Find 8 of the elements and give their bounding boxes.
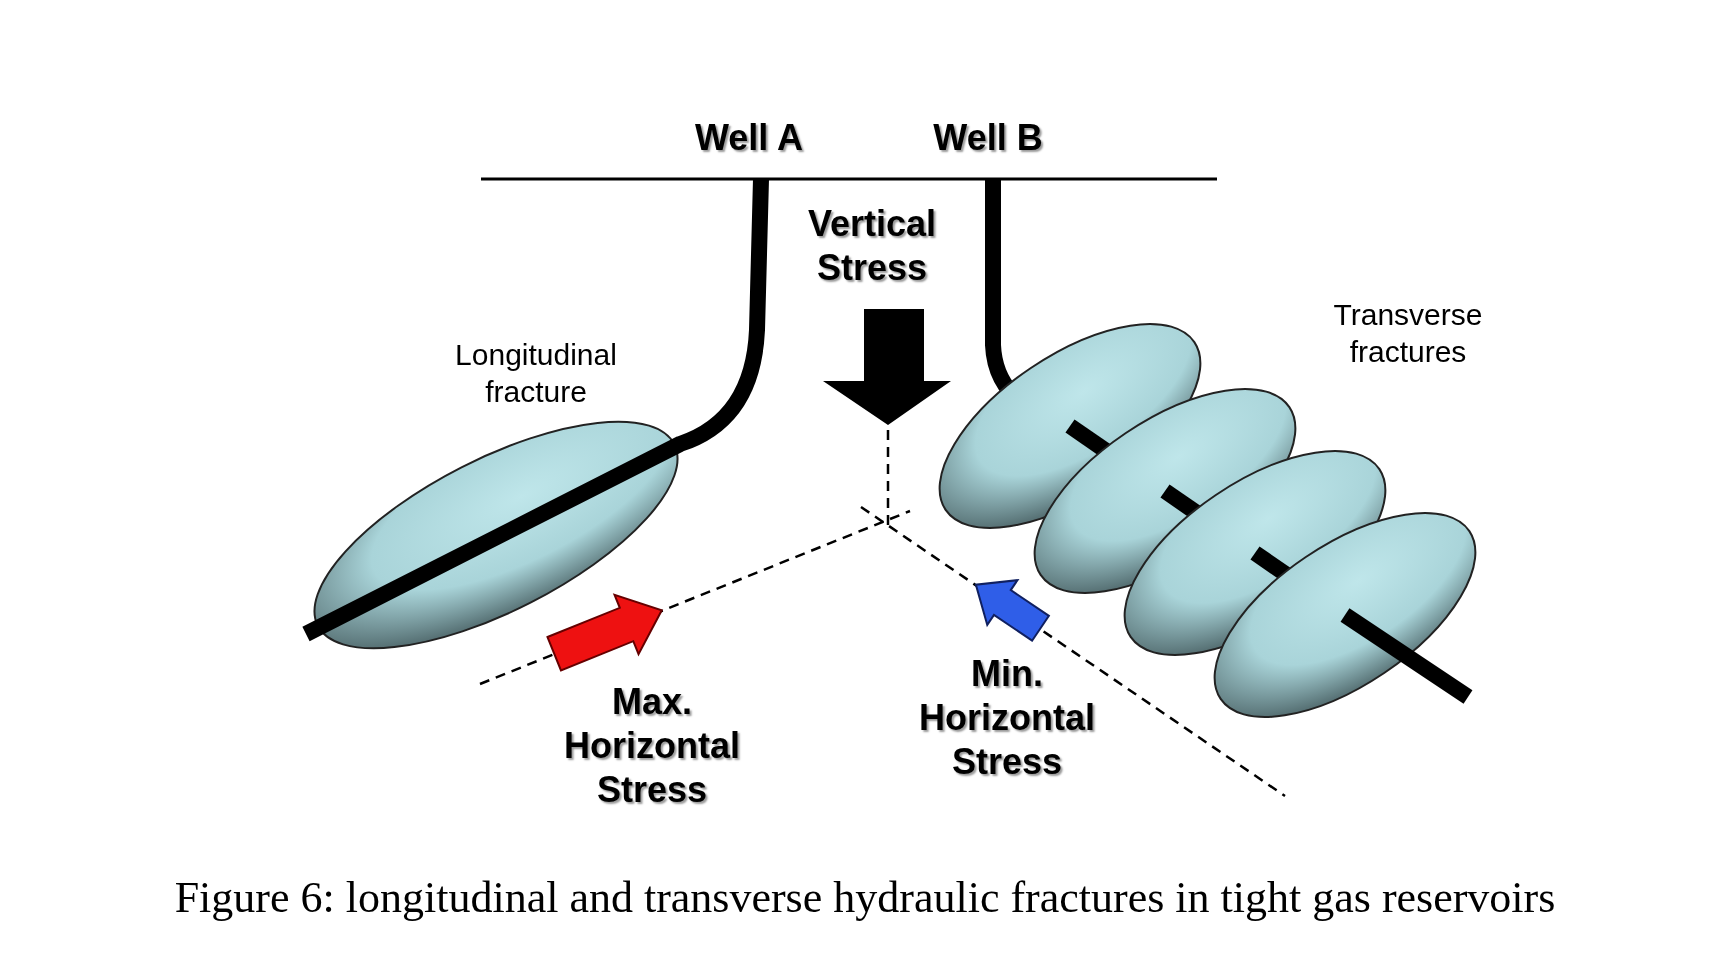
text-label: Max. Horizontal Stress — [563, 680, 741, 812]
text-label: Vertical Stress — [806, 202, 938, 290]
figure-caption: Figure 6: longitudinal and transverse hydraulic fractures in tight gas reservoirs — [174, 872, 1556, 923]
text-label: Well A — [694, 116, 804, 160]
text-label: Longitudinal fracture — [454, 337, 618, 410]
text-label: Transverse fractures — [1332, 297, 1484, 370]
text-label: Min. Horizontal Stress — [918, 652, 1096, 784]
text-label: Well B — [932, 116, 1044, 160]
